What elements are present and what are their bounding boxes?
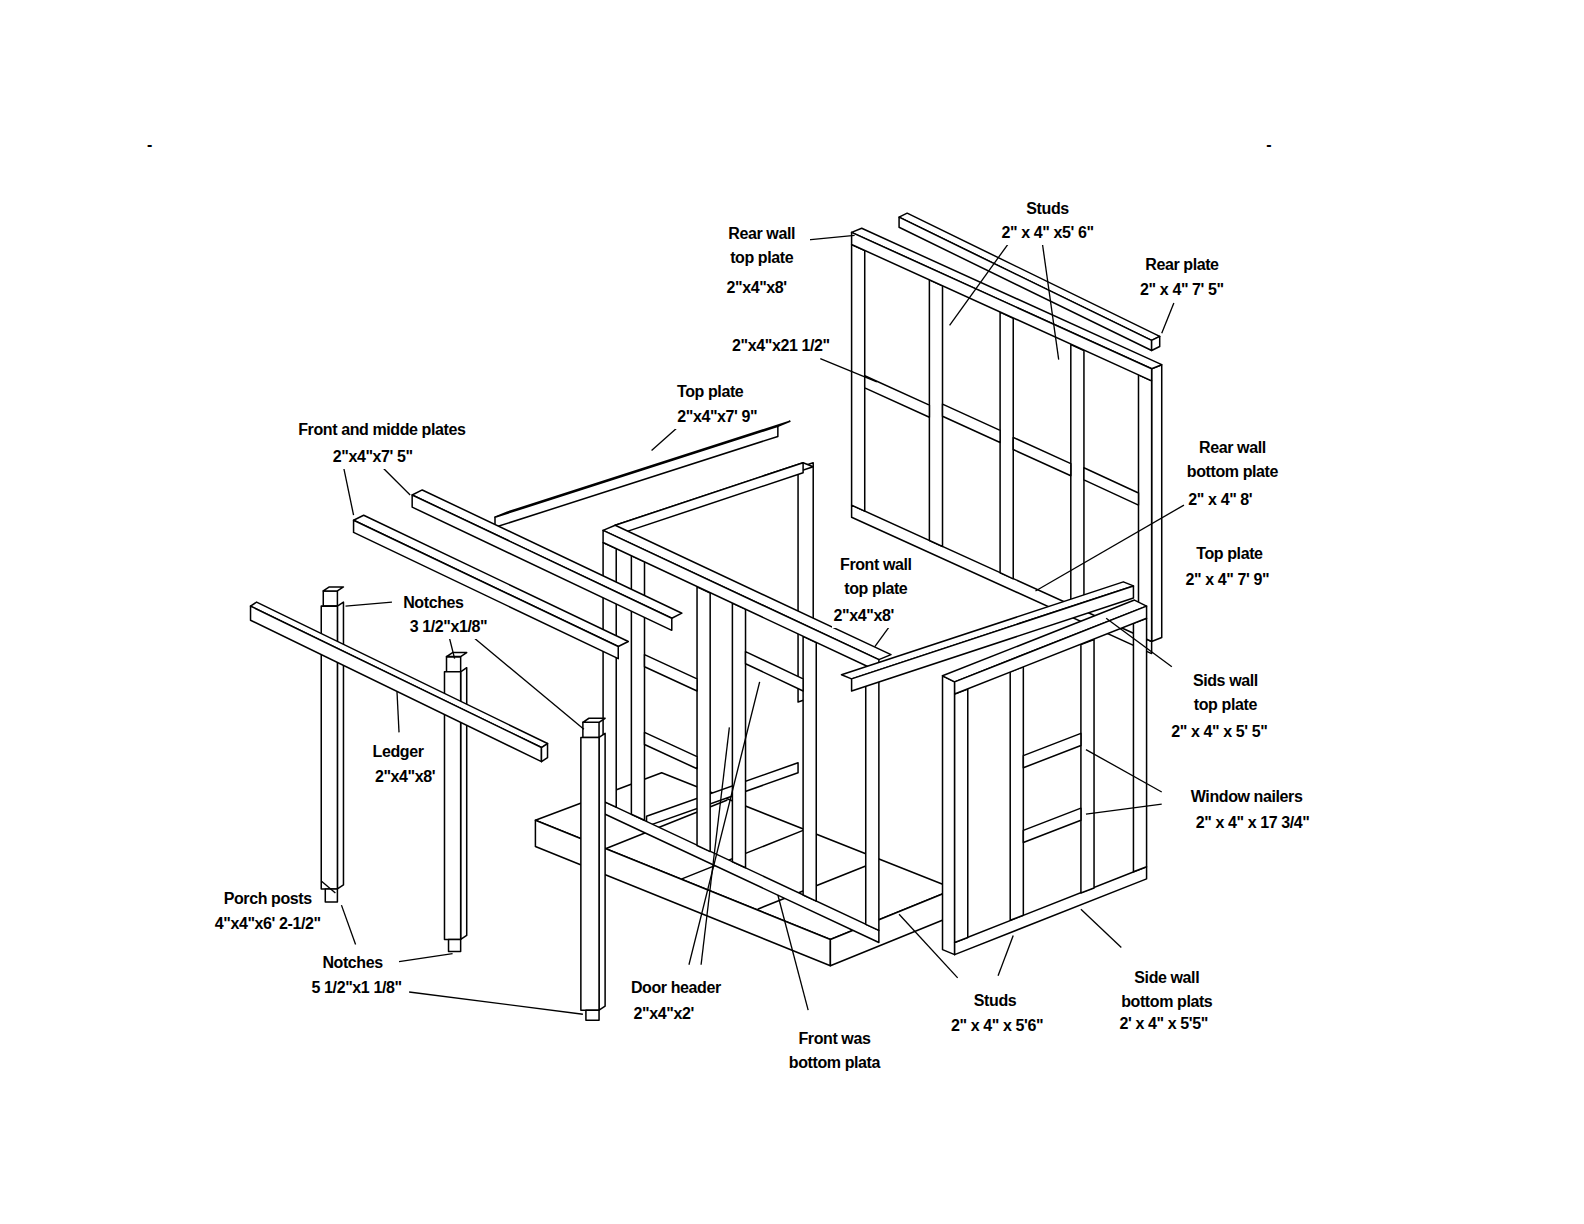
callout-label: 2"x4"x7' 5" [331,445,415,469]
callout-label: 2" x 4" 7' 9" [1184,568,1272,592]
callout-label: Window nailers [1189,785,1305,809]
callout-label: 2"x4"x8' [724,276,788,300]
callout-label: Ledger [371,740,426,764]
leader-lines [321,224,1184,1014]
callout-label: Rear plate [1143,253,1220,277]
callout-label: Rear wall bottom plate [1175,436,1289,484]
callout-label: 2" x 4" 7' 5" [1138,278,1226,302]
callout-label: 2' x 4" x 5'5" [1118,1012,1210,1036]
porch-posts [321,587,605,1020]
callout-label: Sids wall top plate [1177,669,1273,717]
callout-label: 2"x4"x8' [373,765,437,789]
callout-label: 2" x 4" x 5'6" [949,1014,1045,1038]
callout-label: Notches [401,591,465,615]
right-side-wall [943,600,1147,955]
callout-label: Studs [1024,197,1070,221]
callout-label: Studs [972,989,1018,1013]
callout-label: 2"x4"x8' [832,604,896,628]
callout-label: 3 1/2"x1/8" [408,615,490,639]
callout-label: Porch posts [222,887,314,911]
rear-plate [899,213,1160,350]
callout-label: 2"x4"x21 1/2" [730,334,832,358]
callout-label: Side wall bottom plats [1110,966,1224,1014]
callout-label: Front was bottom plata [777,1027,891,1075]
callout-label: - [145,133,154,157]
callout-label: - [1264,133,1273,157]
callout-label: Front and midde plates [296,418,467,442]
callout-label: Door header [629,976,723,1000]
callout-label: 2"x4"x7' 9" [675,405,759,429]
callout-label: 5 1/2"x1 1/8" [310,976,404,1000]
callout-label: 2" x 4" x 17 3/4" [1194,811,1312,835]
callout-label: Rear wall top plate [714,222,810,270]
callout-label: 2" x 4" 8' [1186,488,1254,512]
ledger [251,602,548,762]
left-side-wall [615,463,813,827]
callout-label: 4"x4"x6' 2-1/2" [213,912,323,936]
callout-label: 2" x 4" x 5' 5" [1169,720,1269,744]
callout-label: Top plate [675,380,745,404]
callout-label: Top plate [1194,542,1264,566]
loose-plates [354,421,790,658]
callout-label: 2" x 4" x5' 6" [1000,221,1096,245]
callout-label: Front wall top plate [826,553,925,601]
callout-label: 2"x4"x2' [632,1002,696,1026]
callout-label: Notches [320,951,384,975]
